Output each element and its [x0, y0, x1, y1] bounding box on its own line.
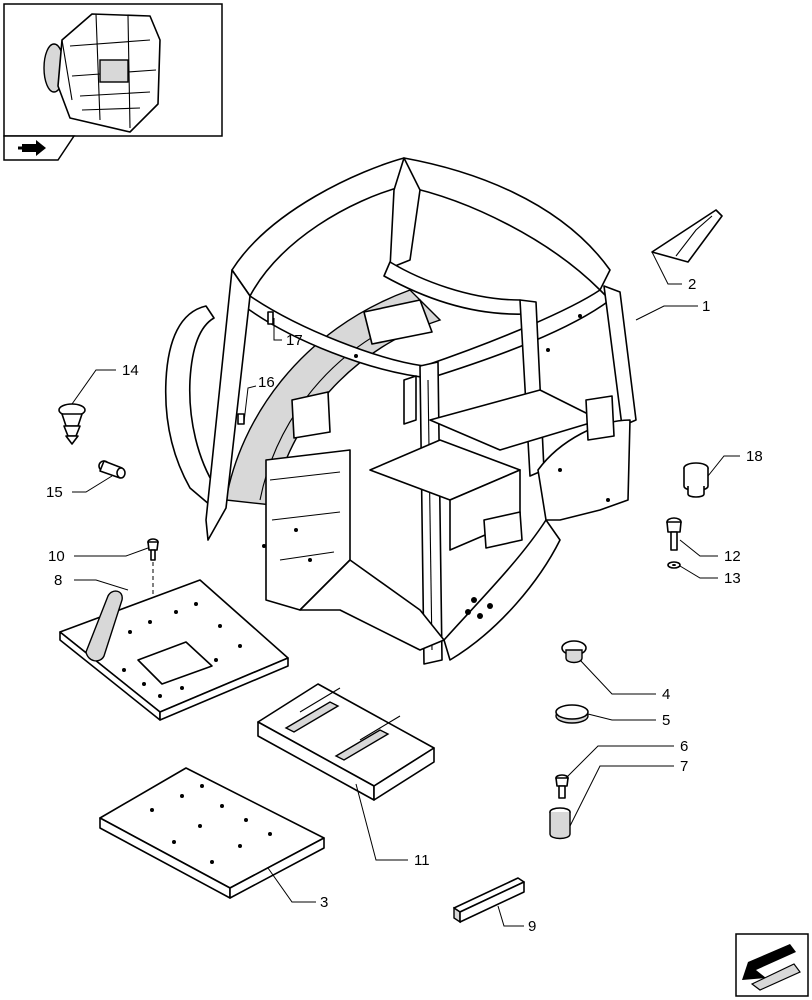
- callout-3[interactable]: 3: [320, 894, 328, 911]
- callout-labels: 1 2 3 4 5 6 7 8 9 10 11 12 13 14 15 16 1…: [46, 276, 763, 935]
- part-18-bush: [683, 462, 709, 498]
- callout-6[interactable]: 6: [680, 738, 688, 755]
- callout-12[interactable]: 12: [724, 548, 741, 565]
- callout-10[interactable]: 10: [48, 548, 65, 565]
- part-15-pin: [98, 460, 126, 479]
- part-13-washer: [667, 561, 681, 569]
- callout-1[interactable]: 1: [702, 298, 710, 315]
- callout-18[interactable]: 18: [746, 448, 763, 465]
- callout-14[interactable]: 14: [122, 362, 139, 379]
- part-11-step-bracket: [257, 683, 435, 801]
- part-8-floor-plate: [59, 579, 289, 721]
- callout-2[interactable]: 2: [688, 276, 696, 293]
- part-17-screw: [267, 311, 274, 325]
- callout-4[interactable]: 4: [662, 686, 670, 703]
- next-page-button[interactable]: [735, 933, 809, 997]
- leader-lines: [71, 251, 740, 927]
- part-14-push-rivet: [58, 403, 86, 445]
- callout-8[interactable]: 8: [54, 572, 62, 589]
- part-4-plug: [561, 640, 587, 664]
- callout-5[interactable]: 5: [662, 712, 670, 729]
- callout-15[interactable]: 15: [46, 484, 63, 501]
- part-6-pin: [555, 774, 569, 799]
- callout-16[interactable]: 16: [258, 374, 275, 391]
- part-9-bar: [453, 877, 525, 924]
- thumbnail-panel[interactable]: [3, 3, 223, 161]
- part-12-bolt: [666, 517, 682, 551]
- callout-9[interactable]: 9: [528, 918, 536, 935]
- cab-frame-thumbnail-icon: [43, 13, 161, 133]
- cab-frame: [164, 157, 637, 665]
- next-page-arrow-icon: [742, 944, 801, 991]
- part-7-sleeve: [549, 807, 571, 840]
- part-16-screw: [237, 413, 245, 425]
- callout-7[interactable]: 7: [680, 758, 688, 775]
- part-2-bracket: [651, 209, 723, 263]
- callout-11[interactable]: 11: [414, 852, 430, 869]
- reference-arrow-icon: [18, 140, 46, 156]
- callout-17[interactable]: 17: [286, 332, 303, 349]
- part-5-cap: [555, 704, 589, 724]
- part-3-floor-mat: [99, 767, 325, 899]
- callout-13[interactable]: 13: [724, 570, 741, 587]
